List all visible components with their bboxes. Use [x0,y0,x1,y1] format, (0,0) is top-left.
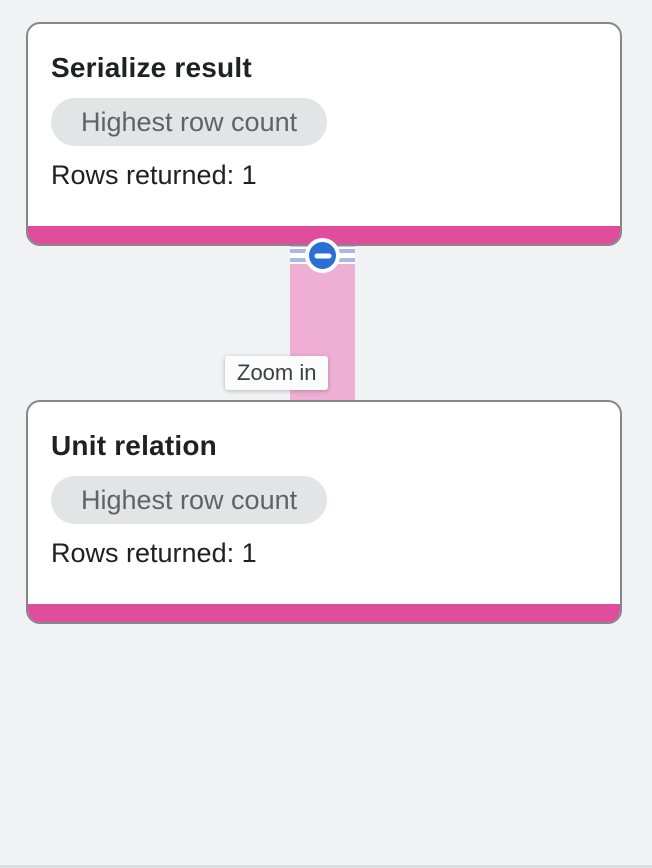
rows-returned-label: Rows returned: 1 [51,160,257,190]
rows-returned-label: Rows returned: 1 [51,538,257,568]
minus-circle-icon [314,253,331,258]
node-accent-bar [28,604,620,622]
highest-row-count-badge: Highest row count [51,476,328,524]
plan-node-unit-relation[interactable]: Unit relation Highest row count Rows ret… [26,400,622,624]
node-accent-bar [28,226,620,244]
zoom-in-tooltip: Zoom in [225,356,329,390]
node-title: Unit relation [51,430,217,461]
node-title: Serialize result [51,52,252,83]
window-bottom-edge [0,865,652,868]
plan-node-serialize-result[interactable]: Serialize result Highest row count Rows … [26,22,622,246]
collapse-node-button[interactable] [305,238,340,273]
highest-row-count-badge: Highest row count [51,98,328,146]
